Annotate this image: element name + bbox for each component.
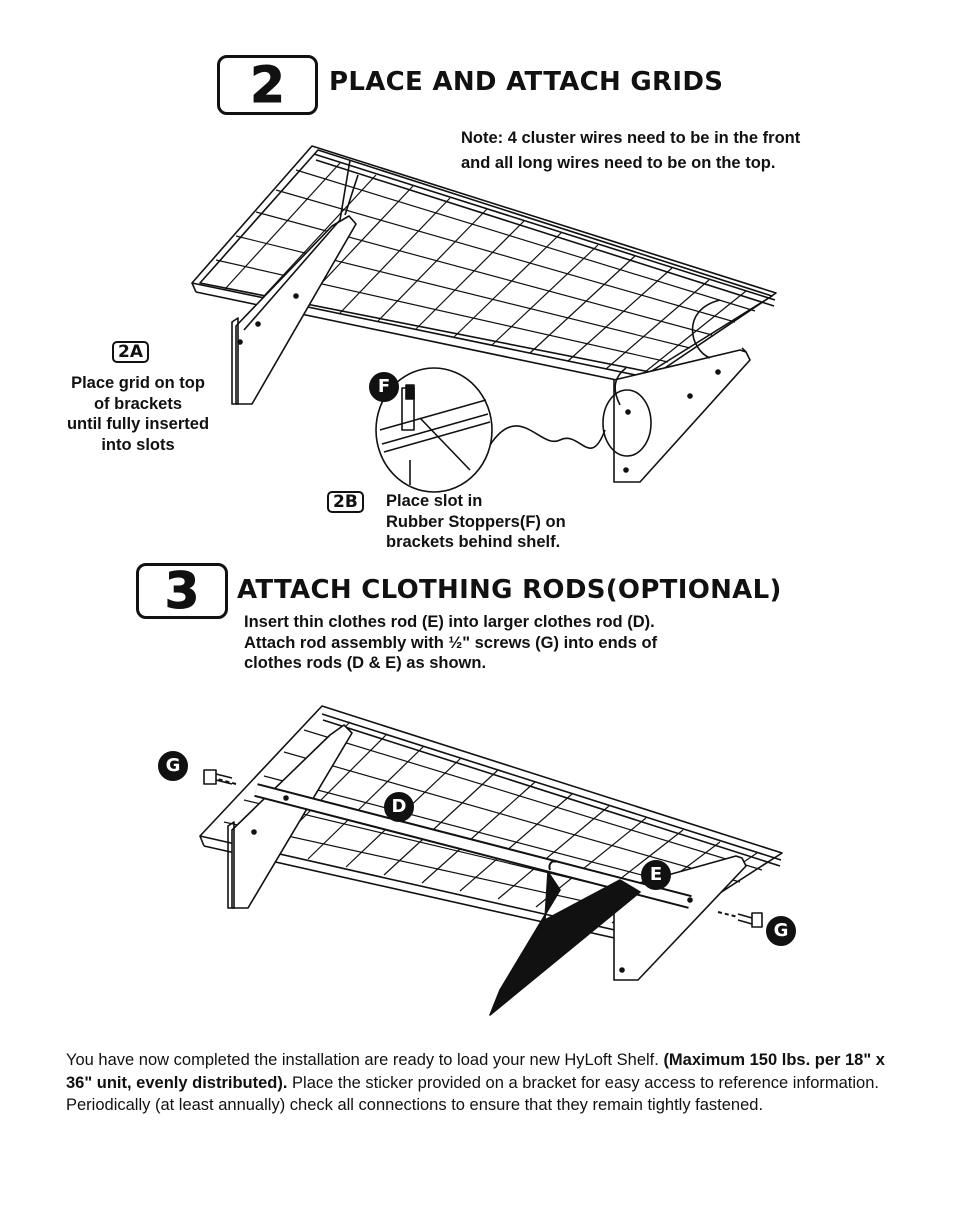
step-2-title: PLACE AND ATTACH GRIDS: [329, 67, 724, 97]
caption-2a: Place grid on top of brackets until full…: [52, 373, 224, 455]
footer-paragraph-2: Periodically (at least annually) check a…: [66, 1096, 764, 1114]
label-e: E: [641, 860, 671, 890]
caption-2b-line: Rubber Stoppers(F) on: [386, 512, 566, 531]
instruction-line-1: Insert thin clothes rod (E) into larger …: [244, 613, 655, 631]
caption-2b-line: Place slot in: [386, 492, 483, 510]
caption-2a-line: until fully inserted: [66, 415, 210, 433]
step-3-instructions: Insert thin clothes rod (E) into larger …: [244, 612, 657, 674]
step-3-number-box: 3: [136, 563, 228, 619]
caption-2a-line: Place grid on top: [71, 374, 205, 392]
note-line-1: Note: 4 cluster wires need to be in the …: [461, 129, 801, 147]
footer-p1-end: Place the sticker provided on a bracket …: [287, 1073, 879, 1092]
tag-2a: 2A: [112, 341, 149, 363]
footer-p1-start: You have now completed the installation …: [66, 1051, 664, 1069]
caption-2b: Place slot in Rubber Stoppers(F) on brac…: [386, 491, 566, 553]
step-2-note: Note: 4 cluster wires need to be in the …: [461, 126, 800, 176]
label-f: F: [369, 372, 399, 402]
instruction-line-3: clothes rods (D & E) as shown.: [244, 654, 487, 672]
note-line-2: and all long wires need to be on the top…: [461, 154, 776, 172]
footer-p1-bold: (Maximum 150 lbs. per 18" x 36" unit, ev…: [66, 1051, 885, 1092]
caption-2b-line: brackets behind shelf.: [386, 533, 561, 551]
instruction-line-2: Attach rod assembly with ½" screws (G) i…: [244, 633, 658, 652]
footer-text: You have now completed the installation …: [66, 1049, 906, 1117]
caption-2a-line: of brackets: [93, 394, 183, 413]
caption-2a-line: into slots: [101, 435, 175, 454]
footer-paragraph-1: You have now completed the installation …: [66, 1049, 906, 1094]
step-3-number: 3: [164, 562, 200, 620]
label-d: D: [384, 792, 414, 822]
tag-2b: 2B: [327, 491, 364, 513]
label-g-right: G: [766, 916, 796, 946]
step-2-number-box: 2: [217, 55, 318, 115]
step-3-title: ATTACH CLOTHING RODS(OPTIONAL): [237, 575, 782, 605]
step-2-number: 2: [250, 56, 286, 114]
label-g-left: G: [158, 751, 188, 781]
